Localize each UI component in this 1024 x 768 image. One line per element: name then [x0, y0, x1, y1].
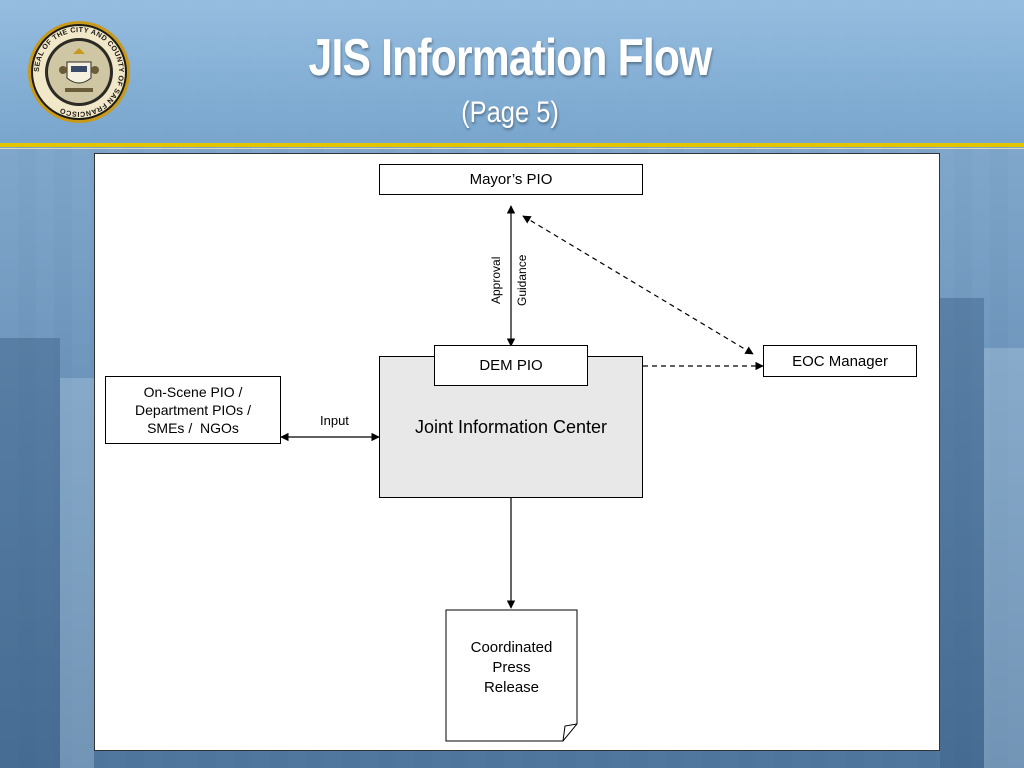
- header-divider-highlight: [0, 148, 1024, 149]
- press-release-line-1: Coordinated: [470, 639, 553, 656]
- on-scene-line-3: SMEs / NGOs: [147, 420, 239, 436]
- guidance-label: Guidance: [515, 254, 529, 306]
- diagram-connectors: [280, 205, 764, 742]
- city-seal-logo: SEAL OF THE CITY AND COUNTY OF SAN FRANC…: [28, 21, 130, 123]
- page-title: JIS Information Flow: [308, 29, 713, 87]
- diagram-panel: Mayor’s PIO Approval Guidance Joint Info…: [94, 153, 940, 751]
- press-release-line-2: Press: [492, 659, 531, 676]
- page-subtitle: (Page 5): [461, 96, 559, 129]
- background-building: [984, 348, 1024, 768]
- background-building: [0, 338, 60, 768]
- background-building: [60, 378, 94, 768]
- dem-pio-label: DEM PIO: [479, 357, 543, 374]
- approval-label: Approval: [489, 256, 503, 304]
- mayors-pio-label: Mayor’s PIO: [469, 171, 553, 188]
- eoc-manager-box: EOC Manager: [763, 345, 917, 377]
- mayors-pio-box: Mayor’s PIO: [379, 164, 643, 195]
- joint-information-center-box: Joint Information Center: [379, 356, 643, 498]
- background-building: [940, 298, 984, 768]
- on-scene-pio-box: On-Scene PIO / Department PIOs / SMEs / …: [105, 376, 281, 444]
- press-release-text: Coordinated Press Release: [446, 638, 577, 698]
- dem-pio-box: DEM PIO: [434, 345, 588, 386]
- input-label: Input: [320, 413, 349, 428]
- mayor-eoc-dashed-arrow: [522, 215, 754, 355]
- press-release-line-3: Release: [483, 679, 540, 696]
- press-release-document-shape: [445, 609, 578, 742]
- on-scene-line-1: On-Scene PIO /: [143, 384, 243, 400]
- jic-label: Joint Information Center: [414, 417, 608, 437]
- header-band: [0, 0, 1024, 144]
- on-scene-line-2: Department PIOs /: [135, 402, 251, 418]
- header-divider: [0, 143, 1024, 147]
- eoc-manager-label: EOC Manager: [792, 352, 888, 370]
